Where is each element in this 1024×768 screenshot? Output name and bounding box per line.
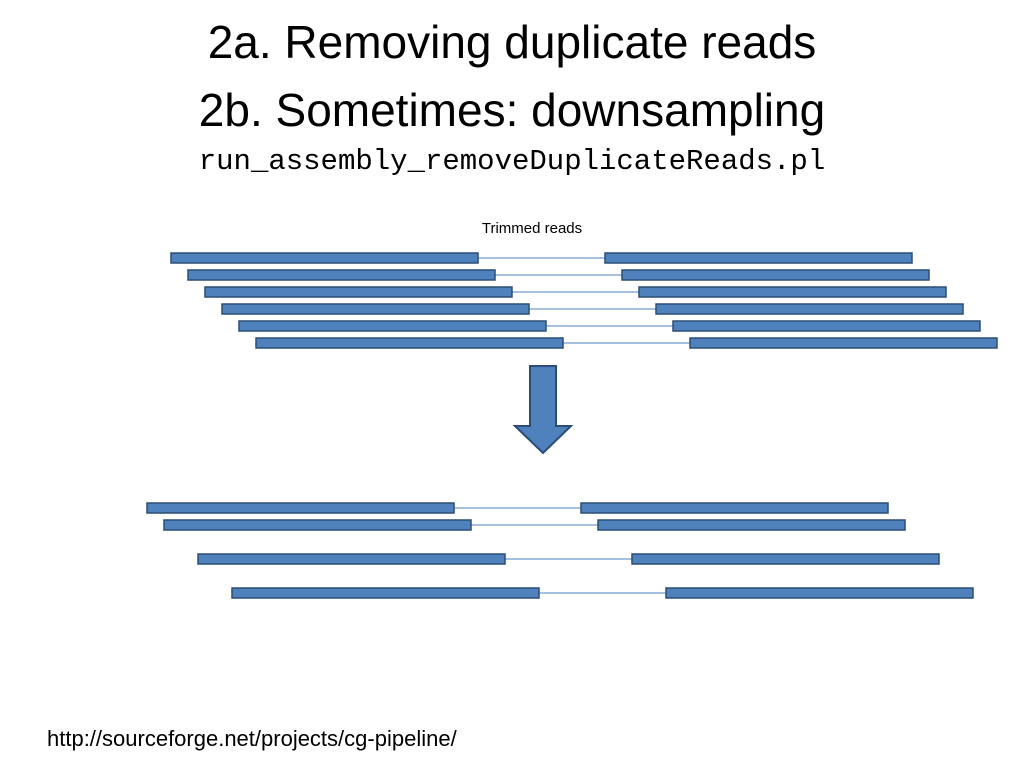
reverse-read	[638, 286, 947, 298]
forward-read	[197, 553, 506, 565]
script-name: run_assembly_removeDuplicateReads.pl	[198, 145, 826, 178]
reverse-read	[672, 320, 981, 332]
read-pair	[231, 587, 974, 599]
read-pair	[163, 519, 906, 531]
deduplicated-reads-group	[146, 502, 974, 599]
reverse-read	[597, 519, 906, 531]
read-pair	[221, 303, 964, 315]
read-pair	[170, 252, 913, 264]
reverse-read	[604, 252, 913, 264]
reverse-read	[655, 303, 964, 315]
reverse-read	[580, 502, 889, 514]
forward-read	[187, 269, 496, 281]
forward-read	[163, 519, 472, 531]
slide-title-line-2: 2b. Sometimes: downsampling	[198, 84, 826, 136]
trimmed-reads-group	[170, 252, 998, 349]
read-pair	[238, 320, 981, 332]
forward-read	[231, 587, 540, 599]
forward-read	[146, 502, 455, 514]
forward-read	[238, 320, 547, 332]
read-pair	[197, 553, 940, 565]
diagram-label: Trimmed reads	[481, 220, 583, 237]
read-pair	[204, 286, 947, 298]
read-pair	[146, 502, 889, 514]
reverse-read	[621, 269, 930, 281]
reverse-read	[665, 587, 974, 599]
forward-read	[255, 337, 564, 349]
slide-title-line-1: 2a. Removing duplicate reads	[207, 16, 817, 68]
forward-read	[170, 252, 479, 264]
footer-url: http://sourceforge.net/projects/cg-pipel…	[47, 726, 457, 751]
forward-read	[204, 286, 513, 298]
read-pair	[255, 337, 998, 349]
forward-read	[221, 303, 530, 315]
reverse-read	[689, 337, 998, 349]
reverse-read	[631, 553, 940, 565]
down-arrow-icon	[512, 365, 574, 455]
read-pair	[187, 269, 930, 281]
